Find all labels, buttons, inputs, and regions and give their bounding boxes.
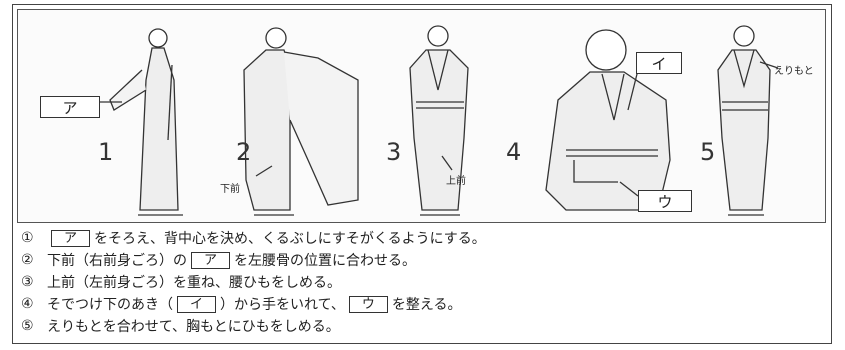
step-1: ① ア をそろえ、背中心を決め、くるぶしにすそがくるようにする。 — [21, 227, 821, 249]
figure-drawings — [100, 25, 779, 216]
step-box: ア — [51, 229, 91, 247]
step-mark: ⑤ — [21, 318, 34, 334]
label-shitamae: 下前 — [220, 184, 240, 195]
step-text: 上前（左前身ごろ）を重ね、腰ひもをしめる。 — [47, 275, 341, 291]
step-mark: ③ — [21, 274, 34, 290]
figure-5-drawing — [717, 25, 771, 216]
leader-i — [627, 69, 639, 111]
leader-uwamae — [441, 155, 453, 171]
step-5: ⑤ えりもとを合わせて、胸もとにひもをしめる。 — [21, 315, 821, 337]
label-box-i: イ — [636, 52, 682, 74]
kimono-dressing-illustration: 1 2 3 4 5 ア イ ウ 下前 上前 えりもと — [17, 9, 826, 223]
step-text: をそろえ、背中心を決め、くるぶしにすそがくるようにする。 — [94, 231, 486, 247]
figure-number-1: 1 — [98, 138, 114, 166]
figure-number-5: 5 — [700, 138, 716, 166]
step-2: ② 下前（右前身ごろ）の ア を左腰骨の位置に合わせる。 — [21, 249, 821, 271]
figure-3-drawing — [409, 25, 469, 216]
figure-2-drawing — [243, 27, 359, 216]
step-text: 下前（右前身ごろ）の — [47, 253, 187, 269]
step-3: ③ 上前（左前身ごろ）を重ね、腰ひもをしめる。 — [21, 271, 821, 293]
figure-4-drawing — [545, 29, 671, 211]
step-box: イ — [177, 295, 217, 313]
step-text: を整える。 — [391, 297, 462, 313]
content-frame: 1 2 3 4 5 ア イ ウ 下前 上前 えりもと ① ア をそろえ、背中心を… — [12, 4, 832, 344]
figure-number-2: 2 — [236, 138, 252, 166]
step-mark: ④ — [21, 296, 34, 312]
step-text: を左腰骨の位置に合わせる。 — [234, 253, 417, 269]
label-erimoto: えりもと — [774, 66, 814, 77]
instruction-steps: ① ア をそろえ、背中心を決め、くるぶしにすそがくるようにする。 ② 下前（右前… — [21, 227, 821, 337]
step-4: ④ そでつけ下のあき（ イ ）から手をいれて、 ウ を整える。 — [21, 293, 821, 315]
figure-number-3: 3 — [386, 138, 402, 166]
step-text: ）から手をいれて、 — [220, 297, 345, 313]
figure-number-4: 4 — [506, 138, 522, 166]
label-box-a: ア — [40, 96, 100, 118]
leader-erimoto — [759, 61, 779, 69]
step-mark: ① — [21, 230, 34, 246]
figure-1-drawing — [109, 28, 183, 216]
leader-u — [619, 181, 639, 197]
step-box: ウ — [348, 295, 388, 313]
label-box-u: ウ — [638, 190, 692, 212]
step-mark: ② — [21, 252, 34, 268]
leader-shitamae — [255, 165, 273, 177]
step-box: ア — [191, 251, 231, 269]
step-text: そでつけ下のあき（ — [47, 297, 173, 313]
label-uwamae: 上前 — [446, 176, 466, 187]
step-text: えりもとを合わせて、胸もとにひもをしめる。 — [47, 319, 340, 335]
